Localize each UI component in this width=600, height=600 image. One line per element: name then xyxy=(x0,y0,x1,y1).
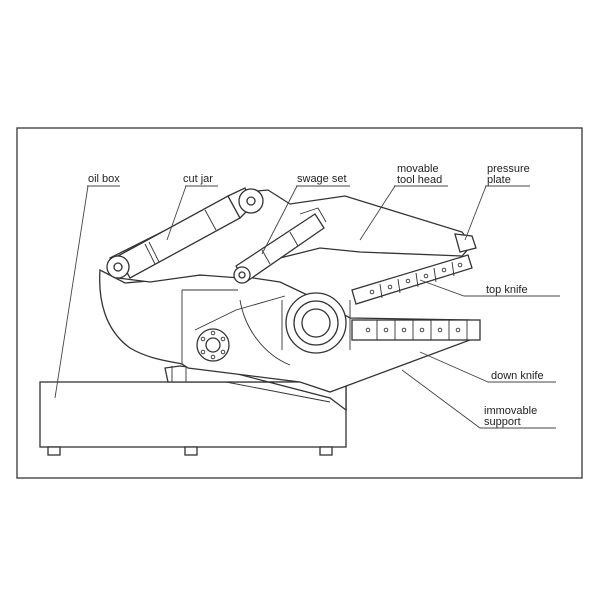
label-immovable-support-line2: support xyxy=(484,416,521,428)
diagram-frame xyxy=(16,127,583,479)
cut-jar-cylinder xyxy=(106,187,264,279)
oil-box xyxy=(39,381,347,456)
label-top-knife: top knife xyxy=(486,284,528,296)
label-immovable-support-line1: immovable xyxy=(484,405,537,417)
leader-lines xyxy=(54,185,560,429)
label-oil-box: oil box xyxy=(88,173,120,185)
main-pivot xyxy=(281,292,351,354)
lower-hub xyxy=(196,328,230,362)
down-knife xyxy=(351,319,481,341)
swage-set xyxy=(233,207,327,284)
top-knife xyxy=(351,254,473,305)
label-movable-tool-head-line1: movable xyxy=(397,163,439,175)
labels: oil box cut jar swage set movable tool h… xyxy=(88,163,544,428)
label-down-knife: down knife xyxy=(491,370,544,382)
label-movable-tool-head-line2: tool head xyxy=(397,174,442,186)
label-pressure-plate-line1: pressure xyxy=(487,163,530,175)
label-pressure-plate-line2: plate xyxy=(487,174,511,186)
label-swage-set: swage set xyxy=(297,173,347,185)
label-cut-jar: cut jar xyxy=(183,173,213,185)
